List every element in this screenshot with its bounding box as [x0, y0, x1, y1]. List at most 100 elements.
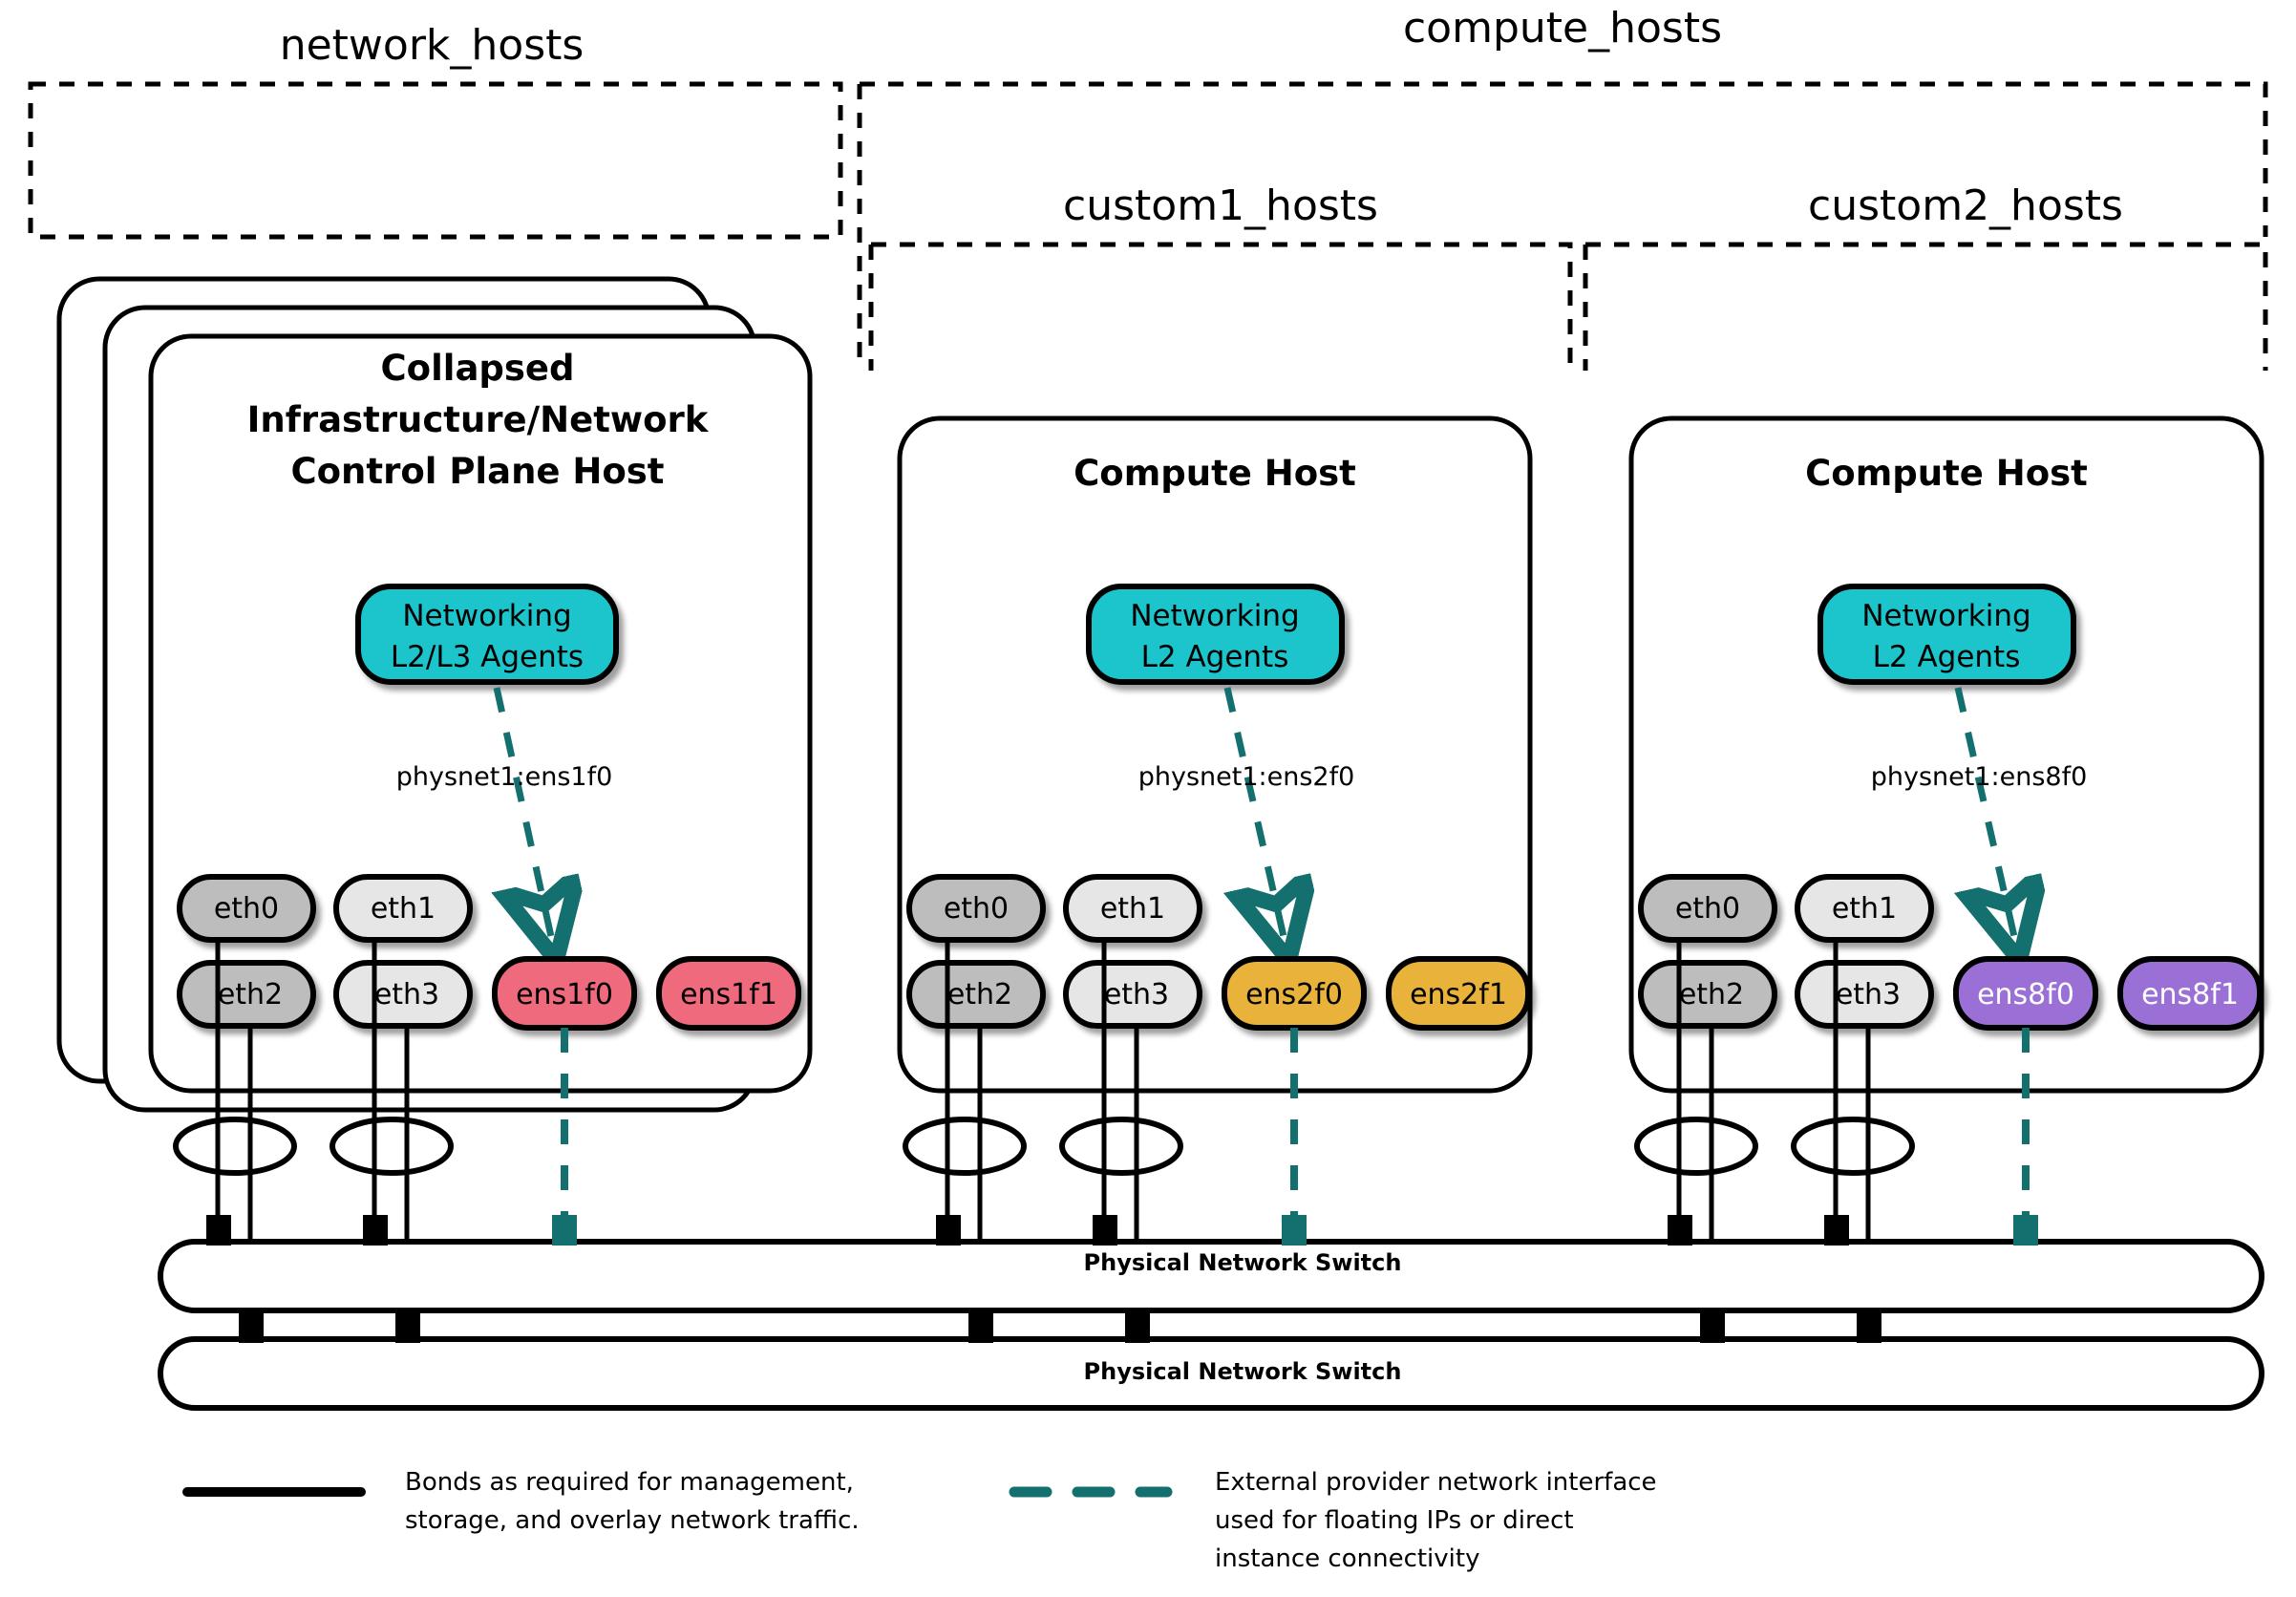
port-h1-ext-top: [552, 1215, 577, 1246]
switch-bottom-bar: [158, 1336, 2264, 1411]
nic-label: eth3: [374, 978, 439, 1011]
nic-label: eth3: [1836, 978, 1901, 1011]
nic-shape: [333, 960, 473, 1029]
nic-label: eth2: [218, 978, 283, 1011]
switch-bottom-group[interactable]: Physical Network Switch: [158, 1336, 2264, 1411]
port-h1-b-top: [363, 1215, 388, 1246]
nic-eth3-host3[interactable]: eth3: [1795, 960, 1934, 1029]
nic-eth0-host1[interactable]: eth0: [177, 874, 316, 943]
nic-ens2f0-host2[interactable]: ens2f0: [1222, 956, 1367, 1031]
nic-shape: [1795, 874, 1934, 943]
group-label-custom1-hosts: custom1_hosts: [1063, 181, 1378, 230]
port-h1-b-bottom: [395, 1312, 420, 1343]
nic-shape: [177, 960, 316, 1029]
host-card-front: [1628, 415, 2264, 1094]
switch-bottom-label: Physical Network Switch: [1084, 1358, 1402, 1385]
nic-label: eth1: [371, 892, 436, 926]
port-h2-a-bottom: [968, 1312, 993, 1343]
legend-bonds-line-2: storage, and overlay network traffic.: [405, 1506, 860, 1535]
nic-eth2-host2[interactable]: eth2: [906, 960, 1046, 1029]
nic-shape: [1638, 960, 1777, 1029]
port-h3-a-bottom: [1700, 1312, 1725, 1343]
agent-label-line-1: Networking: [1130, 599, 1299, 633]
bond-ring-h3-a: [1634, 1117, 1758, 1176]
physnet-label-3: physnet1:ens8f0: [1871, 762, 2088, 792]
legend-bonds-line-1: Bonds as required for management,: [405, 1468, 854, 1497]
nic-shape: [177, 874, 316, 943]
port-h2-b-top: [1093, 1215, 1117, 1246]
nic-label: ens2f0: [1245, 978, 1343, 1011]
nic-eth0-host3[interactable]: eth0: [1638, 874, 1777, 943]
nic-label: eth0: [214, 892, 279, 926]
nic-label: eth3: [1104, 978, 1169, 1011]
agent-label-line-1: Networking: [402, 599, 571, 633]
nic-eth1-host2[interactable]: eth1: [1063, 874, 1202, 943]
group-box-custom1-hosts: [868, 242, 1573, 371]
legend: Bonds as required for management, storag…: [182, 1468, 1657, 1573]
nic-label: ens2f1: [1410, 978, 1507, 1011]
switch-top-group[interactable]: Physical Network Switch: [158, 1239, 2264, 1313]
nic-shape: [1063, 960, 1202, 1029]
agent-box-shape: [355, 584, 619, 685]
port-h2-ext-top: [1282, 1215, 1307, 1246]
nic-eth3-host2[interactable]: eth3: [1063, 960, 1202, 1029]
nic-label: eth2: [947, 978, 1012, 1011]
host-compute-2[interactable]: Compute Host Networking L2 Agents physne…: [1628, 415, 2264, 1094]
nic-ens1f0-host1[interactable]: ens1f0: [492, 956, 637, 1031]
agent-box-shape: [1086, 584, 1345, 685]
legend-external-line-1: External provider network interface: [1215, 1468, 1657, 1497]
nic-ens8f1-host3[interactable]: ens8f1: [2117, 956, 2263, 1031]
host-title-line-2: Infrastructure/Network: [247, 399, 710, 440]
bond-ring-h3-b: [1791, 1117, 1915, 1176]
nic-shape: [333, 874, 473, 943]
nic-shape: [906, 960, 1046, 1029]
host-compute-1[interactable]: Compute Host Networking L2 Agents physne…: [897, 415, 1533, 1094]
nic-eth1-host1[interactable]: eth1: [333, 874, 473, 943]
port-h3-b-bottom: [1857, 1312, 1881, 1343]
nic-ens1f1-host1[interactable]: ens1f1: [656, 956, 801, 1031]
port-h1-a-bottom: [239, 1312, 264, 1343]
group-boxes: network_hosts compute_hosts custom1_host…: [28, 4, 2268, 371]
port-h3-a-top: [1668, 1215, 1692, 1246]
networking-agents-box-2[interactable]: Networking L2 Agents: [1086, 584, 1345, 685]
nic-eth1-host3[interactable]: eth1: [1795, 874, 1934, 943]
group-label-compute-hosts: compute_hosts: [1403, 4, 1722, 53]
group-box-custom2-hosts: [1583, 242, 2268, 371]
switch-top-bar: [158, 1239, 2264, 1313]
host-title-line-1: Compute Host: [1074, 453, 1356, 494]
networking-agents-box-3[interactable]: Networking L2 Agents: [1818, 584, 2076, 685]
port-h2-b-bottom: [1125, 1312, 1150, 1343]
agent-box-shape: [1818, 584, 2076, 685]
host-title-line-3: Control Plane Host: [290, 451, 664, 492]
nic-label: ens8f1: [2141, 978, 2239, 1011]
port-h3-b-top: [1824, 1215, 1849, 1246]
port-h1-a-top: [206, 1215, 231, 1246]
nic-eth0-host2[interactable]: eth0: [906, 874, 1046, 943]
group-box-network-hosts: [28, 81, 843, 240]
nic-eth2-host1[interactable]: eth2: [177, 960, 316, 1029]
nic-shape: [656, 956, 801, 1031]
networking-agents-box-1[interactable]: Networking L2/L3 Agents: [355, 584, 619, 685]
host-title-line-1: Collapsed: [381, 348, 575, 389]
agent-label-line-2: L2 Agents: [1873, 640, 2021, 674]
agent-label-line-2: L2/L3 Agents: [391, 640, 584, 674]
switch-ports: [206, 1215, 2038, 1343]
nic-ens8f0-host3[interactable]: ens8f0: [1953, 956, 2098, 1031]
host-collapsed-control-plane[interactable]: Collapsed Infrastructure/Network Control…: [56, 276, 813, 1113]
nic-label: ens8f0: [1977, 978, 2074, 1011]
bond-ring-h2-b: [1059, 1117, 1183, 1176]
nic-eth2-host3[interactable]: eth2: [1638, 960, 1777, 1029]
port-h2-a-top: [936, 1215, 961, 1246]
nic-ens2f1-host2[interactable]: ens2f1: [1386, 956, 1531, 1031]
host-card-front: [897, 415, 1533, 1094]
bond-ring-h1-b: [330, 1117, 454, 1176]
agent-label-line-2: L2 Agents: [1141, 640, 1289, 674]
nic-eth3-host1[interactable]: eth3: [333, 960, 473, 1029]
nic-label: eth1: [1100, 892, 1165, 926]
nic-shape: [906, 874, 1046, 943]
nic-shape: [1386, 956, 1531, 1031]
port-h3-ext-top: [2013, 1215, 2038, 1246]
bond-ring-h2-a: [903, 1117, 1027, 1176]
legend-external-line-2: used for floating IPs or direct: [1215, 1506, 1574, 1535]
